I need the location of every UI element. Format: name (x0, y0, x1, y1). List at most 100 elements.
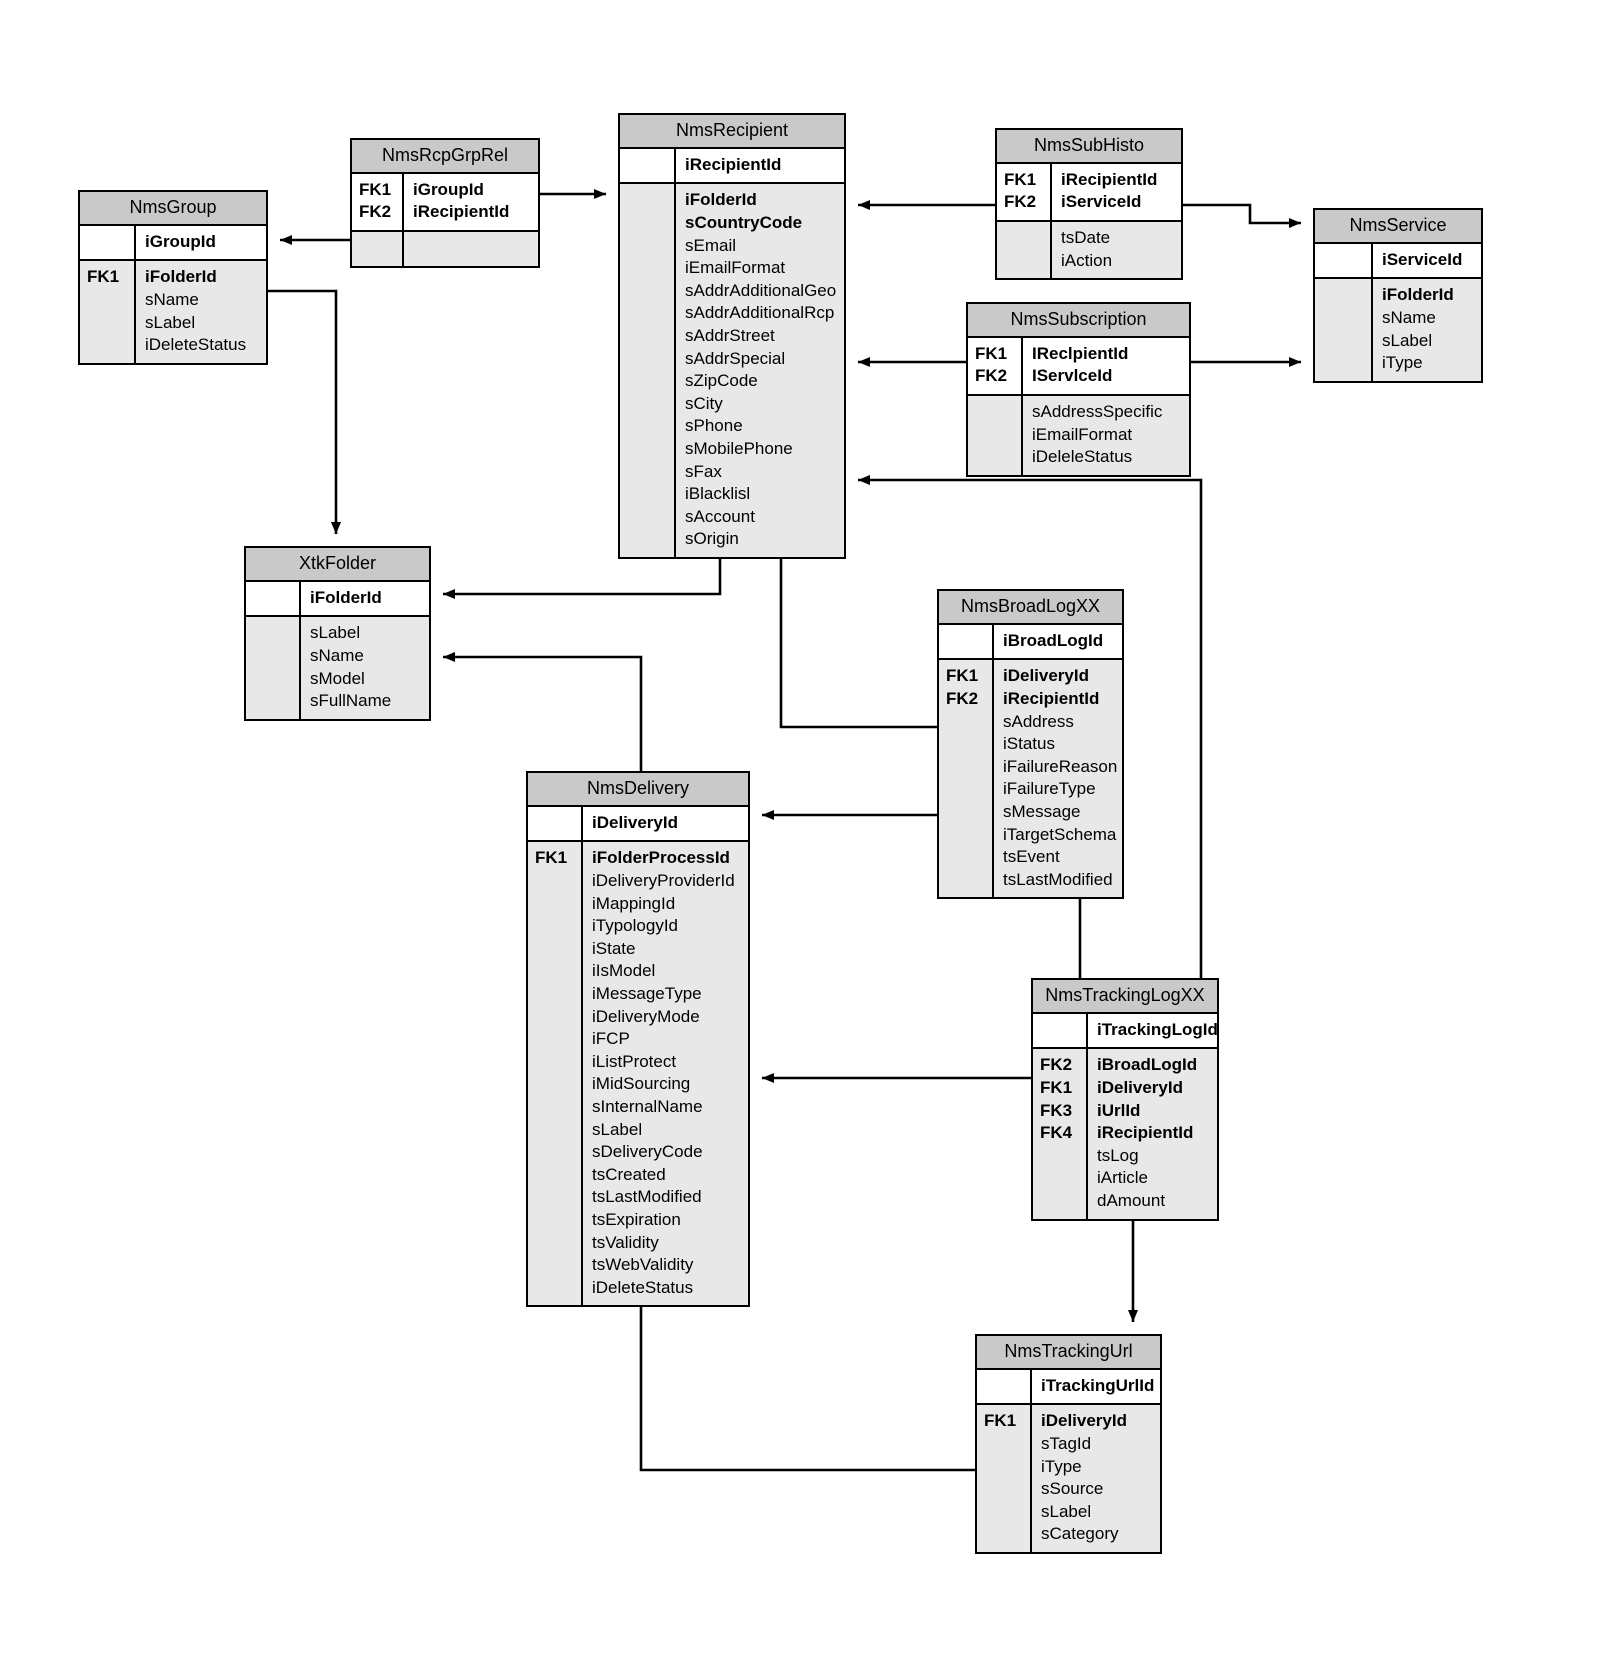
field-name: dAmount (1097, 1190, 1166, 1210)
entity-title: NmsService (1315, 210, 1481, 244)
field-name: iRecipientId (1097, 1123, 1194, 1143)
field-name: iDeleleStatus (1032, 447, 1133, 467)
field-name: iServiceId (1382, 249, 1463, 269)
entity-title: NmsDelivery (528, 773, 748, 807)
fk-marker: FK1 (1040, 1077, 1073, 1097)
key-spacer (975, 401, 1014, 424)
entity-title: XtkFolder (246, 548, 429, 582)
field-name: sMessage (1003, 801, 1081, 821)
field-name: sDeliveryCode (592, 1142, 703, 1162)
field-name: iDeliveryId (1041, 1411, 1127, 1431)
key-spacer (984, 1375, 1023, 1398)
key-spacer (627, 154, 667, 177)
entity-title: NmsTrackingLogXX (1033, 980, 1217, 1014)
field-name: iIsModel (592, 961, 656, 981)
key-column (80, 225, 136, 260)
key-spacer (1322, 249, 1364, 272)
field-name: iTrackingLogId (1097, 1019, 1218, 1039)
field-name: IServlceId (1032, 366, 1113, 386)
field-column: iTrackingUrlId (1032, 1370, 1163, 1404)
field-name: sAccount (685, 506, 755, 526)
key-spacer (1322, 284, 1364, 307)
entity-title: NmsSubscription (968, 304, 1189, 338)
field-name: iDeliveryId (592, 812, 678, 832)
key-spacer (627, 189, 667, 212)
field-name: iGroupId (413, 179, 484, 199)
field-name: sLabel (1041, 1501, 1092, 1521)
field-name: sLabel (145, 312, 196, 332)
field-name: iDeleteStatus (592, 1277, 694, 1297)
field-column: iBroadLogId (994, 625, 1122, 659)
field-name: iMappingId (592, 893, 676, 913)
field-name: iRecipientId (1061, 169, 1158, 189)
field-name: sFullName (310, 691, 392, 711)
entity-title: NmsBroadLogXX (939, 591, 1122, 625)
field-column: iFolderId (301, 582, 429, 616)
field-name: iType (1041, 1456, 1082, 1476)
key-column (352, 231, 404, 266)
entity-title: NmsTrackingUrl (977, 1336, 1160, 1370)
field-name: IReclpientId (1032, 343, 1129, 363)
field-name: sSource (1041, 1479, 1104, 1499)
key-column (620, 184, 676, 558)
field-column: iServiceId (1373, 244, 1481, 278)
field-name: tsCreated (592, 1164, 666, 1184)
field-column (404, 232, 538, 266)
field-name: sMobilePhone (685, 439, 793, 458)
field-name: tsWebValidity (592, 1255, 694, 1275)
field-name: iDeleteStatus (145, 335, 247, 355)
edge-delivery-xtkfolder (443, 652, 643, 771)
field-name: iFCP (592, 1029, 630, 1049)
key-spacer (253, 587, 292, 610)
fk-marker: FK4 (1040, 1123, 1073, 1143)
key-spacer (1004, 227, 1043, 250)
field-name: iFailureReason (1003, 756, 1118, 776)
field-name: iMessageType (592, 983, 702, 1003)
field-name: iBroadLogId (1003, 630, 1104, 650)
field-name: iBroadLogId (1097, 1055, 1198, 1075)
field-name: tsDate (1061, 227, 1111, 247)
field-name: sAddressSpecific (1032, 401, 1163, 421)
field-name (413, 237, 529, 260)
field-name: iEmailFormat (685, 258, 786, 278)
field-name: tsExpiration (592, 1210, 681, 1230)
field-name: iEmailFormat (1032, 424, 1133, 444)
field-name: iDeliveryId (1003, 666, 1089, 686)
field-name: sAddrAdditionalGeo (685, 280, 837, 300)
key-spacer (535, 812, 574, 835)
attribute-section: sAddressSpecific iEmailFormat iDeleleStatu… (968, 395, 1189, 475)
field-name: iMidSourcing (592, 1074, 691, 1094)
primary-key-section: iRecipientId (620, 148, 844, 185)
field-name: iDeliveryProviderId (592, 870, 735, 890)
fk-marker: FK1 (975, 343, 1008, 363)
field-column: iTrackingLogId (1088, 1014, 1227, 1048)
primary-key-section: iFolderId (246, 581, 429, 618)
key-column: FK1 (80, 261, 136, 363)
field-name: iState (592, 938, 636, 958)
field-name: sLabel (310, 623, 361, 643)
